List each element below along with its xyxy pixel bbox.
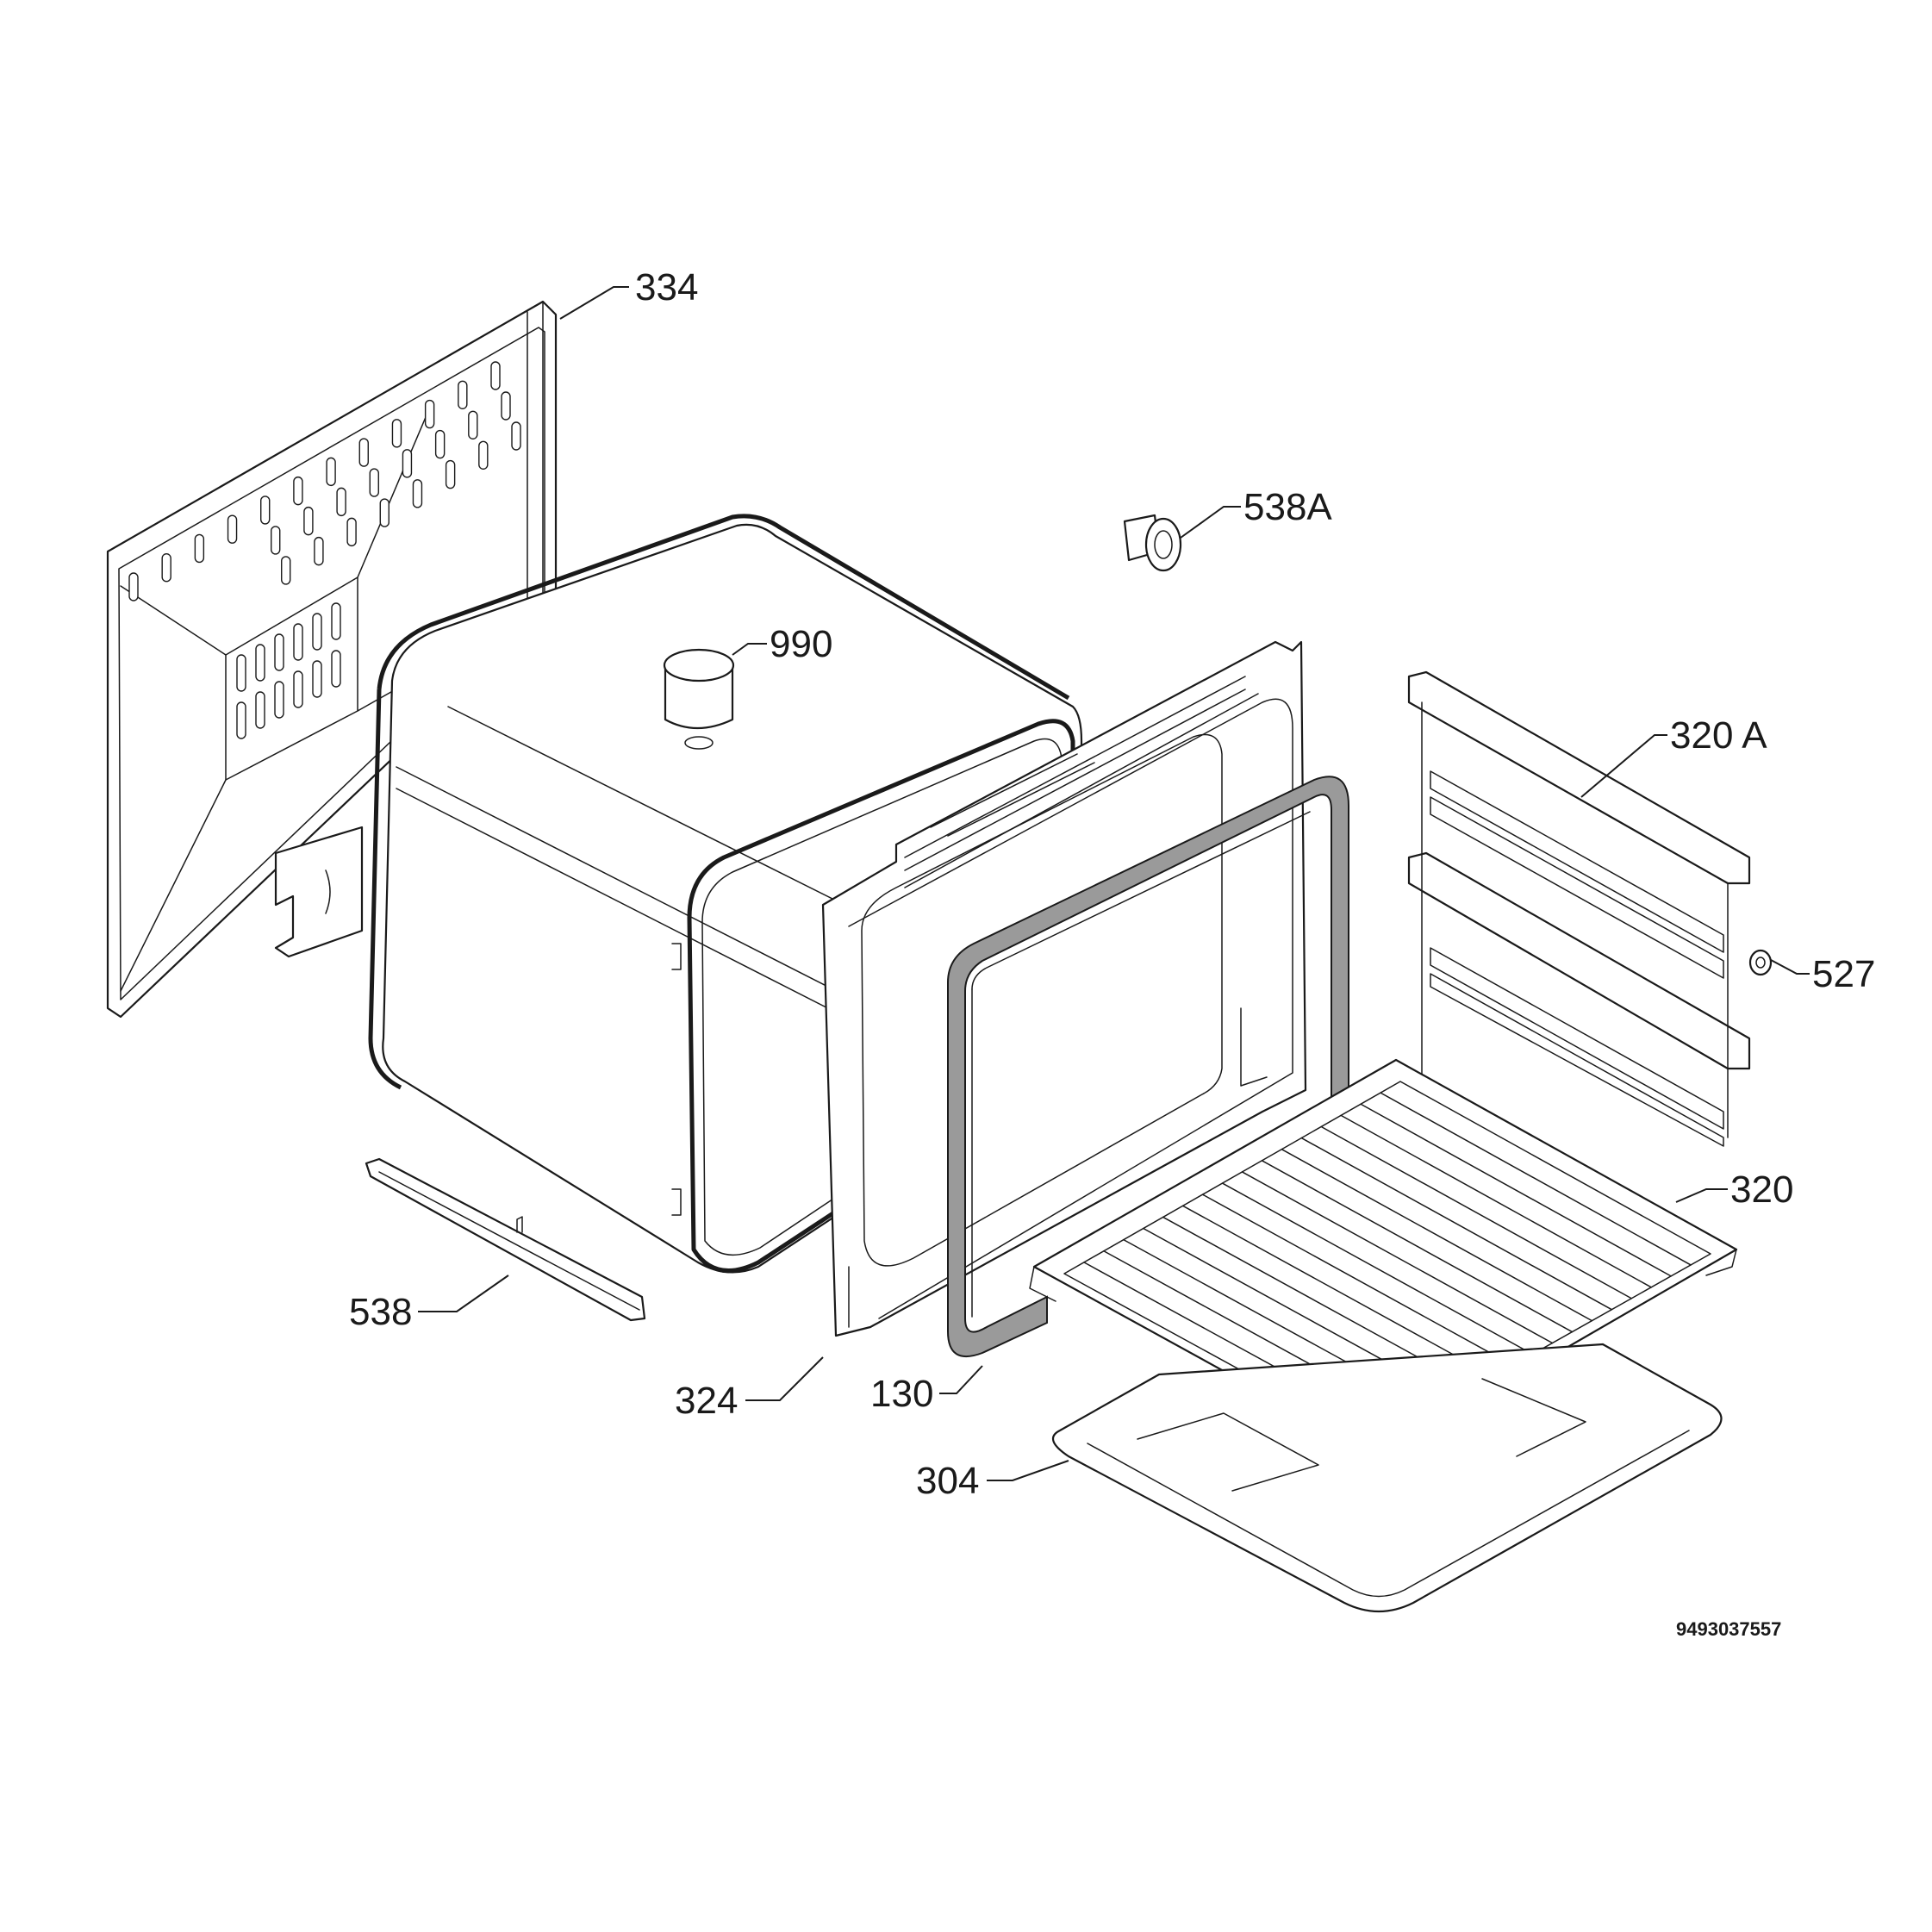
vent-slot: [314, 536, 324, 566]
vent-slot: [161, 553, 171, 583]
vent-slot: [255, 644, 265, 682]
vent-slot: [369, 468, 379, 497]
shelf-rod: [1360, 1103, 1672, 1277]
vent-slot: [227, 514, 238, 544]
callout-527: 527: [1812, 953, 1875, 995]
vent-slot: [445, 459, 456, 489]
callout-304: 304: [916, 1460, 979, 1502]
shelf-rod: [1221, 1182, 1534, 1356]
shelf-rod: [1201, 1193, 1514, 1367]
vent-slot: [331, 602, 341, 640]
vent-slot: [391, 419, 402, 448]
vent-slot: [236, 654, 246, 692]
door-seal-130: [947, 776, 1349, 1357]
callout-320a: 320 A: [1670, 714, 1767, 757]
vent-slot: [501, 391, 511, 421]
fastener-538a: [1123, 514, 1182, 572]
shelf-rod: [1340, 1114, 1652, 1288]
rail-strip-538: [365, 1157, 646, 1322]
screw-527: [1748, 949, 1773, 976]
vent-slot: [255, 691, 265, 729]
baking-tray-304: [1051, 1343, 1723, 1613]
callout-538a: 538A: [1243, 486, 1332, 528]
shelf-rod: [1181, 1205, 1494, 1378]
shelf-rod: [1300, 1137, 1613, 1311]
callout-334: 334: [635, 266, 698, 308]
callout-labels: 334 538A 990 320 A 527 320 538 324 130 3…: [349, 266, 1875, 1640]
vent-slot: [468, 410, 478, 439]
vent-slot: [358, 438, 369, 467]
callout-leaders: [418, 286, 1810, 1481]
rear-panel-334: [106, 300, 558, 1019]
shelf-rod: [1380, 1092, 1692, 1266]
vent-slot: [331, 650, 341, 688]
shelf-rod: [1241, 1171, 1554, 1344]
callout-324: 324: [675, 1380, 738, 1422]
callout-538: 538: [349, 1291, 412, 1333]
vent-slot: [128, 572, 139, 601]
vent-slot: [346, 517, 357, 547]
shelf-rod: [1281, 1148, 1593, 1322]
callout-320: 320: [1730, 1169, 1793, 1211]
vent-slot: [424, 399, 435, 429]
vent-slot: [293, 623, 303, 661]
vent-slot: [402, 449, 413, 478]
vent-slot: [336, 487, 346, 517]
callout-990: 990: [770, 623, 832, 665]
vent-slot: [293, 670, 303, 708]
vent-slot: [274, 681, 284, 719]
shelf-rod: [1261, 1160, 1574, 1333]
vent-slot: [293, 476, 303, 506]
vent-slot: [434, 429, 446, 459]
front-frame-324: [821, 640, 1307, 1337]
side-rails-320a: [1407, 670, 1751, 1147]
vent-slots: [128, 361, 521, 739]
vent-slot: [490, 361, 501, 390]
vent-slot: [379, 498, 390, 527]
vent-slot: [194, 533, 205, 564]
shelf-rod: [1320, 1125, 1632, 1299]
callout-130: 130: [870, 1373, 933, 1415]
vent-cylinder-990: [663, 648, 735, 750]
vent-slot: [274, 633, 284, 671]
drawing-code: 9493037557: [1676, 1618, 1781, 1640]
vent-slot: [478, 440, 489, 470]
vent-slot: [281, 556, 291, 585]
vent-slot: [236, 701, 246, 739]
vent-slot: [326, 457, 336, 487]
vent-slot: [511, 421, 521, 451]
vent-slot: [312, 613, 322, 651]
vent-slot: [312, 660, 322, 698]
vent-slot: [260, 495, 271, 525]
vent-slot: [458, 380, 468, 409]
vent-slot: [412, 479, 423, 508]
vent-slot: [271, 526, 281, 555]
vent-slot: [303, 506, 314, 536]
